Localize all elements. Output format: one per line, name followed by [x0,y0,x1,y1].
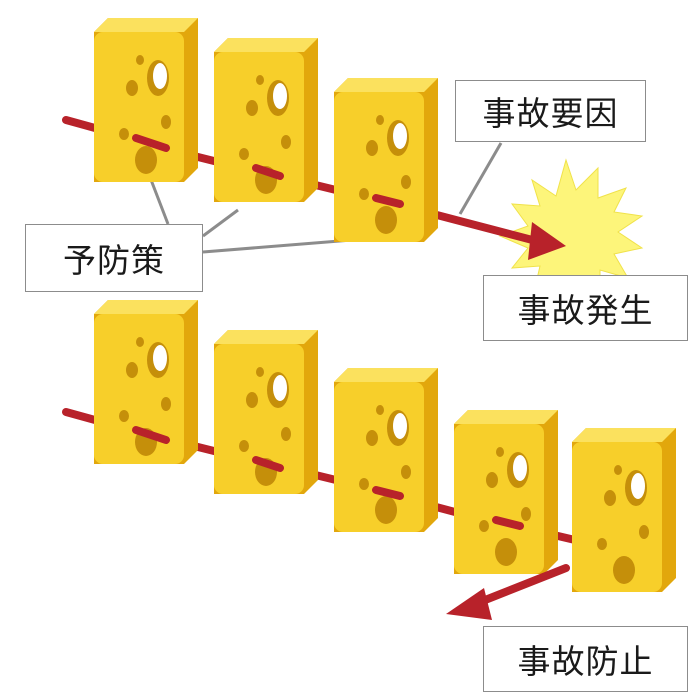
cheese-slice-bottom-5 [572,428,676,592]
top-arrow-head [528,222,566,260]
deflected-arrow-head [446,588,492,620]
cheese-slice-top-3 [334,78,438,242]
cheese-slice-bottom-3 [334,368,438,532]
prevention-label: 予防策 [25,224,203,292]
accident-prevented-label: 事故防止 [483,626,688,692]
cheese-slice-top-1 [94,18,198,182]
cheese-slice-top-2 [214,38,318,202]
cheese-slice-bottom-1 [94,300,198,464]
cheese-slice-bottom-4 [454,410,558,574]
cheese-slice-bottom-2 [214,330,318,494]
accident-occurrence-label: 事故発生 [483,275,688,341]
accident-cause-label: 事故要因 [455,80,646,142]
